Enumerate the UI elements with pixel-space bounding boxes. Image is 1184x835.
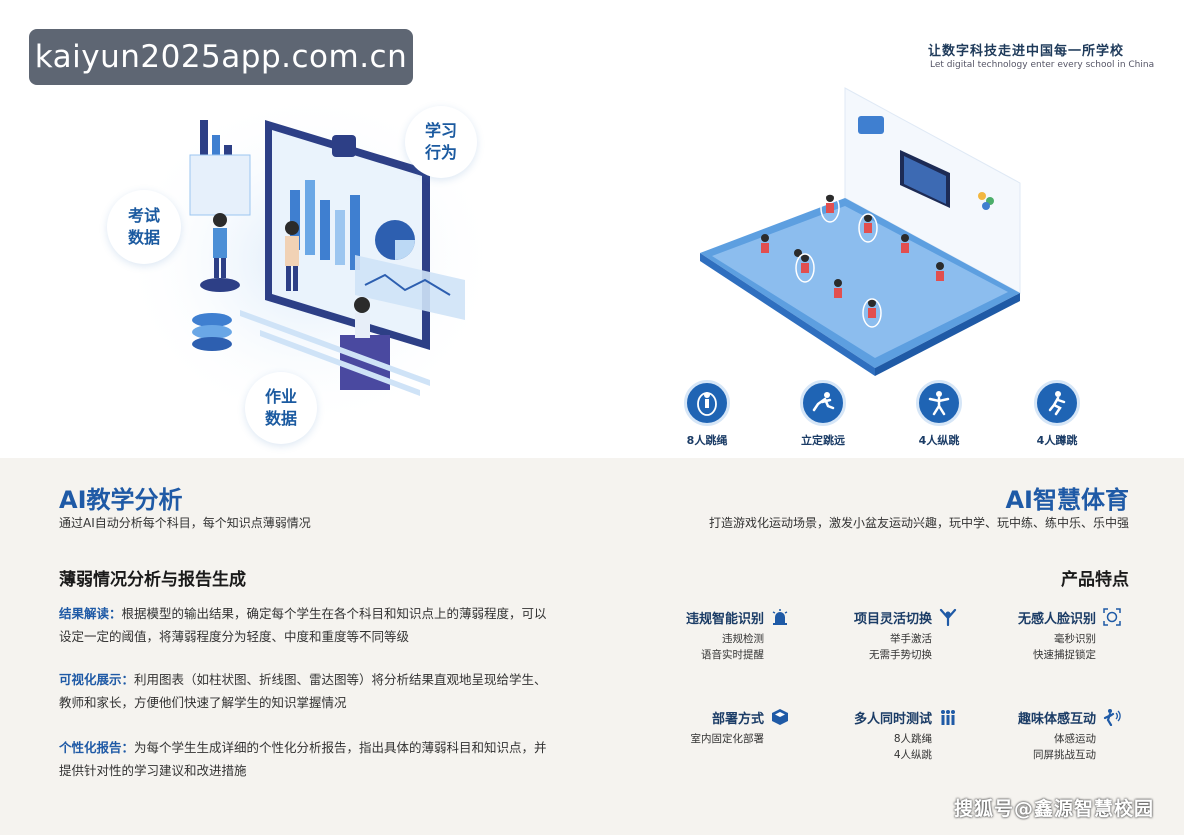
paragraph-text: 利用图表（如柱状图、折线图、雷达图等）将分析结果直观地呈现给学生、教师和家长，方…: [59, 672, 547, 710]
sport-label: 4人蹲跳: [1036, 434, 1078, 447]
squat-jump-icon: [1034, 380, 1080, 426]
group-icon: [938, 707, 958, 727]
feature-title: 无感人脸识别: [1017, 611, 1096, 627]
feature-line: 毫秒识别: [1054, 633, 1096, 645]
feature-face-recognition: 无感人脸识别 毫秒识别快速捕捉锁定: [962, 607, 1122, 663]
feature-violation-detection: 违规智能识别 违规检测语音实时提醒: [630, 607, 790, 663]
ai-sports-subheading: 打造游戏化运动场景，激发小盆友运动兴趣，玩中学、玩中练、练中乐、乐中强: [708, 516, 1129, 530]
bubble-exam-data: 考试 数据: [107, 190, 181, 264]
teaching-analysis-illustration: 考试 数据 学习 行为 作业 数据: [100, 80, 520, 450]
sports-room-scene: [700, 87, 1021, 376]
long-jump-icon: [800, 380, 846, 426]
sport-vertical-jump: 4人纵跳: [904, 380, 974, 448]
feature-line: 无需手势切换: [869, 649, 932, 661]
slogan-subtitle: Let digital technology enter every schoo…: [930, 60, 1155, 70]
features-heading: 产品特点: [1061, 570, 1129, 590]
sport-long-jump: 立定跳远: [788, 380, 858, 448]
feature-line: 快速捕捉锁定: [1033, 649, 1096, 661]
result-interpretation-paragraph: 结果解读：根据模型的输出结果，确定每个学生在各个科目和知识点上的薄弱程度，可以设…: [59, 602, 559, 648]
feature-line: 举手激活: [890, 633, 932, 645]
ai-sports-heading: AI智慧体育: [1005, 486, 1129, 514]
feature-line: 8人跳绳: [893, 733, 932, 745]
feature-title: 多人同时测试: [853, 711, 932, 727]
paragraph-text: 为每个学生生成详细的个性化分析报告，指出具体的薄弱科目和知识点，并提供针对性的学…: [59, 740, 547, 778]
feature-line: 语音实时提醒: [701, 649, 764, 661]
jump-rope-icon: [684, 380, 730, 426]
feature-deployment: 部署方式 室内固定化部署: [630, 707, 790, 747]
paragraph-key: 可视化展示：: [59, 672, 135, 687]
sport-label: 立定跳远: [801, 434, 845, 447]
visualization-paragraph: 可视化展示：利用图表（如柱状图、折线图、雷达图等）将分析结果直观地呈现给学生、教…: [59, 668, 559, 714]
alarm-icon: [770, 607, 790, 627]
bottom-panel: [0, 458, 1184, 835]
feature-multi-person-test: 多人同时测试 8人跳绳 4人纵跳: [798, 707, 958, 763]
feature-flexible-switching: 项目灵活切换 举手激活无需手势切换: [798, 607, 958, 663]
ai-teaching-subheading: 通过AI自动分析每个科目，每个知识点薄弱情况: [59, 516, 311, 530]
personalized-report-paragraph: 个性化报告：为每个学生生成详细的个性化分析报告，指出具体的薄弱科目和知识点，并提…: [59, 736, 559, 782]
sports-room-illustration: [690, 78, 1050, 378]
slogan-title: 让数字科技走进中国每一所学校: [928, 44, 1125, 59]
paragraph-key: 结果解读：: [59, 606, 122, 621]
feature-line: 违规检测: [722, 633, 764, 645]
vertical-jump-icon: [916, 380, 962, 426]
bubble-learning-behavior: 学习 行为: [405, 106, 477, 178]
feature-title: 部署方式: [711, 711, 764, 727]
sport-label: 4人纵跳: [918, 434, 960, 447]
sport-icons-row: 8人跳绳 立定跳远 4人纵跳 4人蹲跳: [672, 380, 1112, 450]
feature-motion-interaction: 趣味体感互动 体感运动同屏挑战互动: [962, 707, 1122, 763]
feature-line: 同屏挑战互动: [1033, 749, 1096, 761]
weak-analysis-heading: 薄弱情况分析与报告生成: [59, 570, 246, 590]
ai-teaching-heading: AI教学分析: [59, 486, 183, 514]
url-banner: kaiyun2025app.com.cn: [29, 29, 413, 85]
sport-rope-skipping: 8人跳绳: [672, 380, 742, 448]
sport-label: 8人跳绳: [686, 434, 728, 447]
feature-title: 趣味体感互动: [1017, 711, 1096, 727]
feature-line: 体感运动: [1054, 733, 1096, 745]
hand-raise-icon: [938, 607, 958, 627]
sport-squat-jump: 4人蹲跳: [1022, 380, 1092, 448]
feature-line: 4人纵跳: [893, 749, 932, 761]
sohu-watermark: 搜狐号@鑫源智慧校园: [953, 798, 1154, 820]
paragraph-text: 根据模型的输出结果，确定每个学生在各个科目和知识点上的薄弱程度，可以设定一定的阈…: [59, 606, 547, 644]
bubble-homework-data: 作业 数据: [245, 372, 317, 444]
box-icon: [770, 707, 790, 727]
paragraph-key: 个性化报告：: [59, 740, 135, 755]
feature-title: 违规智能识别: [685, 611, 764, 627]
feature-title: 项目灵活切换: [853, 611, 932, 627]
face-scan-icon: [1102, 607, 1122, 627]
motion-icon: [1102, 707, 1122, 727]
dashboard-illustration: [120, 90, 500, 430]
feature-line: 室内固定化部署: [690, 733, 765, 745]
